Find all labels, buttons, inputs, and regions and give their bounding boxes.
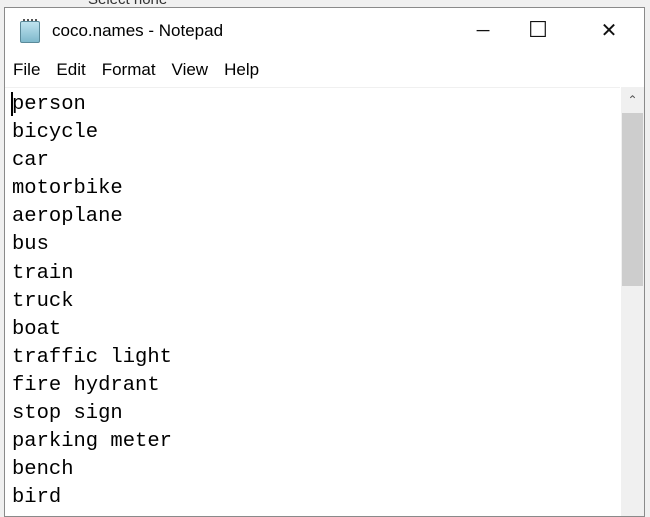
- notepad-icon: [20, 19, 40, 43]
- menu-edit[interactable]: Edit: [56, 60, 86, 79]
- text-line: stop sign: [12, 402, 123, 426]
- close-button[interactable]: ✕: [600, 19, 618, 42]
- menu-file[interactable]: File: [13, 60, 41, 79]
- menu-view[interactable]: View: [171, 60, 209, 79]
- menu-format[interactable]: Format: [101, 60, 156, 79]
- menu-bar: File Edit Format View Help: [5, 56, 644, 86]
- text-line: aeroplane: [12, 205, 123, 229]
- vertical-scrollbar[interactable]: ⌃: [621, 87, 644, 516]
- notepad-window: coco.names - Notepad ─ ☐ ✕ File Edit For…: [4, 7, 645, 517]
- title-bar[interactable]: coco.names - Notepad ─ ☐ ✕: [5, 8, 644, 52]
- text-line: bus: [12, 233, 49, 257]
- text-line: bird: [12, 486, 62, 510]
- scroll-up-arrow-icon[interactable]: ⌃: [627, 93, 638, 107]
- text-line: train: [12, 261, 74, 285]
- text-line: truck: [12, 289, 74, 313]
- text-editor[interactable]: person bicycle car motorbike aeroplane bus tra…: [5, 87, 620, 516]
- window-title: coco.names - Notepad: [52, 21, 224, 40]
- text-line: motorbike: [12, 177, 123, 201]
- menu-help[interactable]: Help: [224, 60, 260, 79]
- text-line: boat: [12, 317, 62, 341]
- text-line: bench: [12, 458, 74, 482]
- text-line: traffic light: [12, 345, 172, 369]
- maximize-button[interactable]: ☐: [528, 17, 548, 42]
- text-line: person: [12, 93, 86, 116]
- background-select-none-text: Select none: [88, 0, 167, 8]
- text-line: bicycle: [12, 121, 99, 145]
- text-line: fire hydrant: [12, 373, 160, 397]
- minimize-button[interactable]: ─: [476, 19, 490, 40]
- text-line: parking meter: [12, 430, 172, 454]
- text-line: car: [12, 149, 49, 173]
- text-caret: [11, 92, 13, 116]
- scrollbar-thumb[interactable]: [622, 113, 643, 286]
